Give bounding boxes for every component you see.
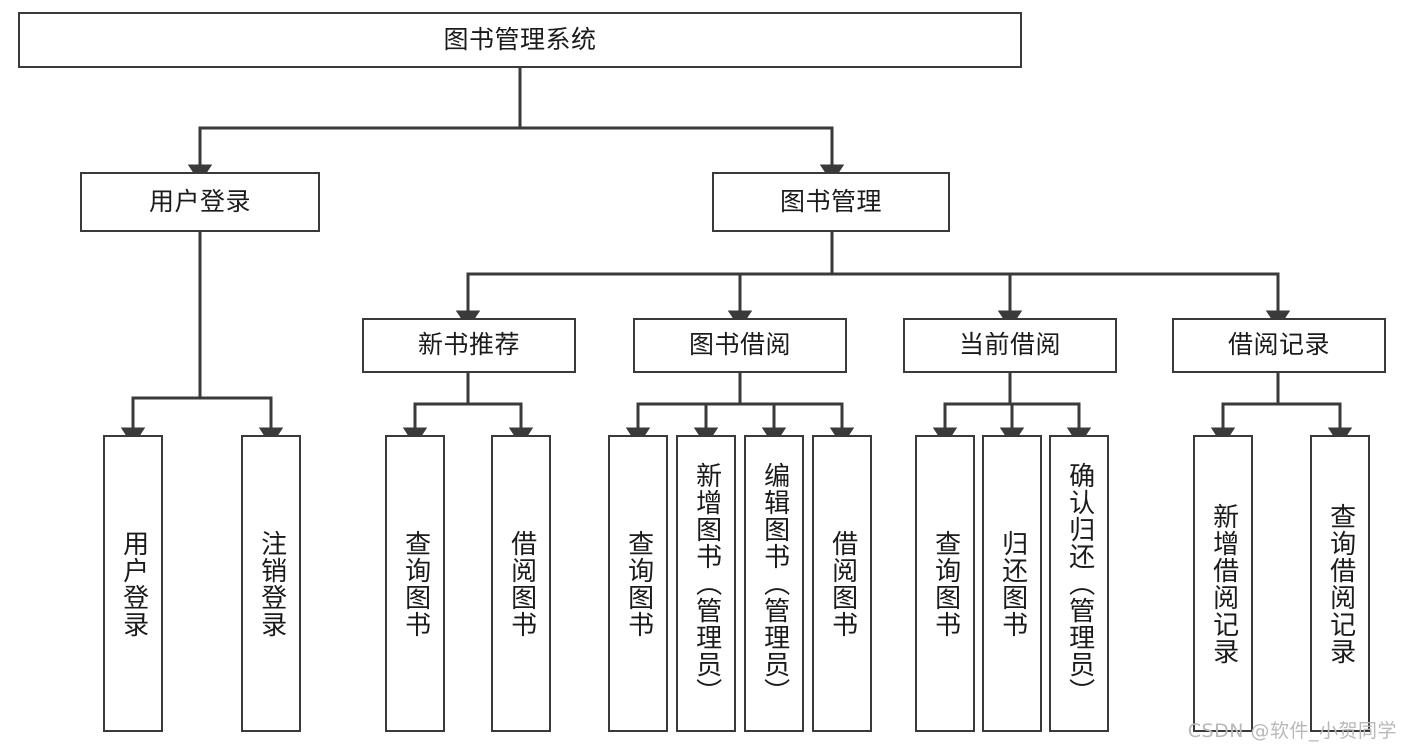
node-leaf-query-book-3-label: 查询图书 (930, 529, 961, 638)
node-leaf-add-record[interactable]: 新增借阅记录 (1193, 435, 1253, 732)
node-leaf-query-book-1[interactable]: 查询图书 (385, 435, 445, 732)
node-leaf-user-logout[interactable]: 注销登录 (241, 435, 301, 732)
node-leaf-return-book-label: 归还图书 (997, 529, 1028, 638)
node-leaf-query-book-2-label: 查询图书 (623, 529, 654, 638)
node-leaf-query-book-1-label: 查询图书 (400, 529, 431, 638)
node-book-management[interactable]: 图书管理 (712, 172, 950, 232)
node-book-borrow[interactable]: 图书借阅 (633, 318, 847, 373)
node-book-management-label: 图书管理 (779, 186, 882, 216)
node-borrow-record-label: 借阅记录 (1227, 330, 1330, 360)
node-leaf-borrow-book-2[interactable]: 借阅图书 (812, 435, 872, 732)
node-leaf-borrow-book-2-label: 借阅图书 (827, 529, 858, 638)
node-root-system[interactable]: 图书管理系统 (18, 12, 1022, 68)
node-book-borrow-label: 图书借阅 (688, 330, 791, 360)
node-new-book-recommend[interactable]: 新书推荐 (362, 318, 576, 373)
node-leaf-edit-book[interactable]: 编辑图书（管理员） (744, 435, 804, 732)
node-leaf-user-login[interactable]: 用户登录 (103, 435, 163, 732)
node-root-label: 图书管理系统 (443, 24, 597, 54)
node-leaf-query-book-2[interactable]: 查询图书 (608, 435, 668, 732)
node-leaf-user-logout-label: 注销登录 (256, 529, 287, 638)
node-user-login-label: 用户登录 (148, 186, 251, 216)
node-leaf-add-book-label: 新增图书（管理员） (691, 462, 722, 705)
watermark: CSDN @软件_小贺同学 (1187, 720, 1397, 742)
node-leaf-query-record-label: 查询借阅记录 (1325, 502, 1356, 665)
node-leaf-return-book[interactable]: 归还图书 (982, 435, 1042, 732)
node-leaf-query-record[interactable]: 查询借阅记录 (1310, 435, 1370, 732)
node-leaf-borrow-book-1[interactable]: 借阅图书 (491, 435, 551, 732)
node-borrow-record[interactable]: 借阅记录 (1172, 318, 1386, 373)
node-current-borrow-label: 当前借阅 (958, 330, 1061, 360)
node-leaf-borrow-book-1-label: 借阅图书 (506, 529, 537, 638)
node-leaf-confirm-return-label: 确认归还（管理员） (1064, 462, 1095, 705)
node-leaf-edit-book-label: 编辑图书（管理员） (759, 462, 790, 705)
node-new-book-recommend-label: 新书推荐 (417, 330, 520, 360)
node-leaf-add-book[interactable]: 新增图书（管理员） (676, 435, 736, 732)
node-leaf-confirm-return[interactable]: 确认归还（管理员） (1049, 435, 1109, 732)
node-leaf-add-record-label: 新增借阅记录 (1208, 502, 1239, 665)
node-leaf-user-login-label: 用户登录 (118, 529, 149, 638)
node-leaf-query-book-3[interactable]: 查询图书 (915, 435, 975, 732)
node-user-login[interactable]: 用户登录 (80, 172, 320, 232)
node-current-borrow[interactable]: 当前借阅 (903, 318, 1117, 373)
